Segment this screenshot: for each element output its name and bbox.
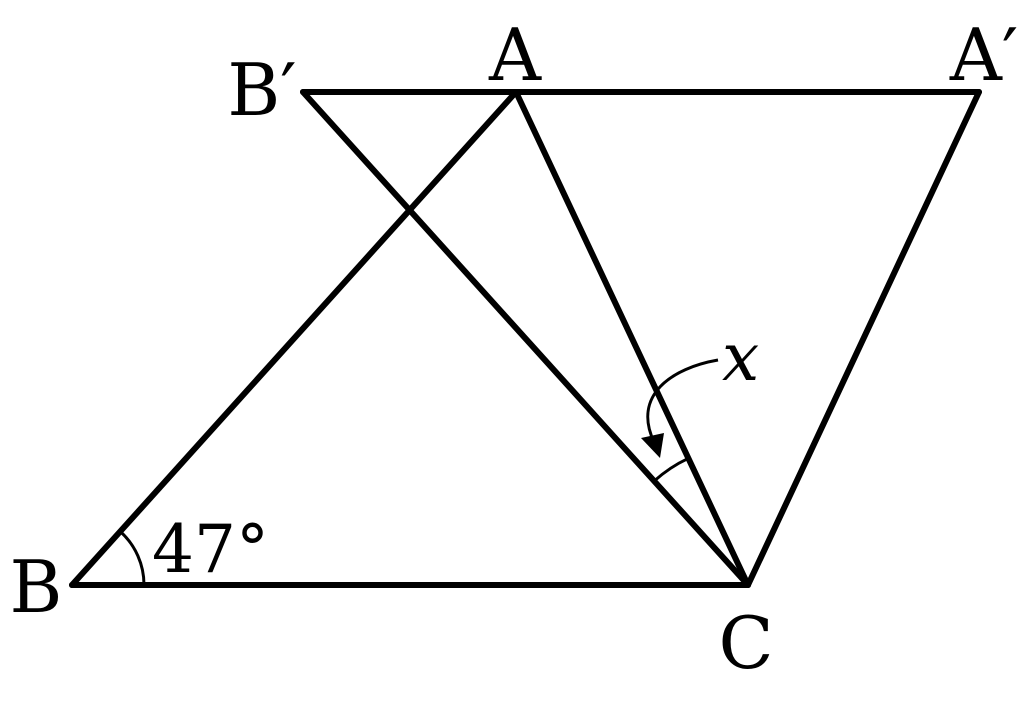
label-C: C bbox=[718, 601, 773, 685]
label-B: B bbox=[10, 545, 63, 629]
angle-x-pointer bbox=[646, 358, 719, 443]
segment-AC bbox=[513, 89, 751, 588]
segment-AB bbox=[69, 89, 519, 588]
label-B-prime: B′ bbox=[227, 48, 296, 132]
label-A: A bbox=[488, 13, 542, 97]
segment-A-prime-C bbox=[745, 89, 982, 588]
segment-B-prime-C bbox=[300, 89, 751, 588]
label-A-prime: A′ bbox=[949, 13, 1018, 97]
angle-B-label: 47° bbox=[152, 511, 269, 588]
angle-arc-B bbox=[119, 530, 146, 586]
angle-x-label: x bbox=[722, 319, 759, 396]
angle-arc-x bbox=[653, 456, 690, 483]
arrowhead-icon bbox=[641, 433, 664, 458]
